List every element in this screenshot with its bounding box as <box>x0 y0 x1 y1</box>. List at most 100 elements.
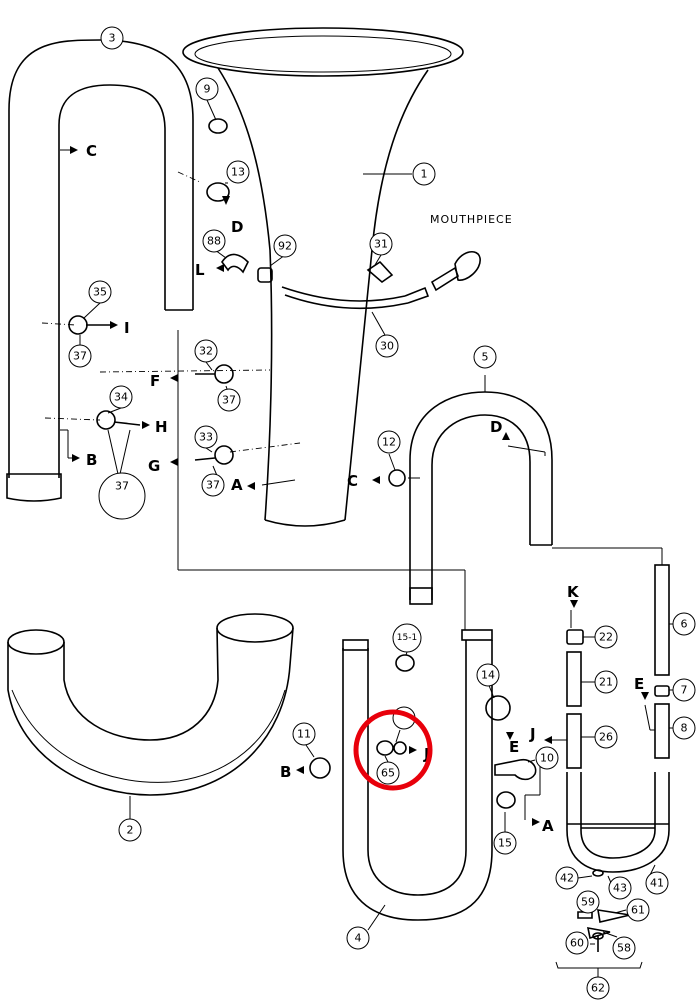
svg-text:11: 11 <box>297 728 311 741</box>
callout-30: 30 <box>375 334 399 358</box>
svg-text:21: 21 <box>599 676 613 689</box>
letter-i: I <box>124 319 130 337</box>
letter-j-valve: J <box>423 745 430 763</box>
svg-text:34: 34 <box>114 391 128 404</box>
tube-part-5 <box>409 375 553 605</box>
letter-b-valve: B <box>280 763 291 781</box>
svg-text:22: 22 <box>599 631 613 644</box>
callout-15-1: 15-1 <box>392 623 422 653</box>
callout-37-detail: 37 <box>98 472 146 520</box>
bell-part-1 <box>182 27 464 527</box>
svg-text:15-1: 15-1 <box>397 633 417 643</box>
callout-88: 88 <box>202 229 226 253</box>
svg-text:65: 65 <box>381 767 395 780</box>
callout-9: 9 <box>195 77 219 101</box>
svg-text:92: 92 <box>278 240 292 253</box>
callout-65: 65 <box>376 761 400 785</box>
callout-42: 42 <box>555 866 579 890</box>
valve-slide-parts <box>555 564 670 969</box>
svg-text:26: 26 <box>599 731 613 744</box>
svg-text:12: 12 <box>382 436 396 449</box>
callout-37-a: 37 <box>68 344 92 368</box>
svg-text:5: 5 <box>482 351 489 364</box>
callout-1: 1 <box>412 162 436 186</box>
svg-text:88: 88 <box>207 235 221 248</box>
arrowheads <box>70 146 649 826</box>
letter-d-upper: D <box>490 418 502 436</box>
callout-10: 10 <box>535 746 559 770</box>
letter-b-tube: B <box>86 451 97 469</box>
callout-11: 11 <box>292 722 316 746</box>
svg-text:37: 37 <box>206 479 220 492</box>
callout-62: 62 <box>586 976 610 1000</box>
svg-text:58: 58 <box>617 942 631 955</box>
svg-text:41: 41 <box>650 877 664 890</box>
letter-j-slide: J <box>529 725 536 743</box>
connection-lines <box>41 149 663 820</box>
svg-text:14: 14 <box>481 669 495 682</box>
callout-61: 61 <box>626 898 650 922</box>
letter-a-valve: A <box>542 817 554 835</box>
svg-text:4: 4 <box>355 932 362 945</box>
callout-6: 6 <box>672 612 696 636</box>
letter-e-valve: E <box>509 738 519 756</box>
mouthpiece-label: MOUTHPIECE <box>430 213 513 226</box>
callout-22: 22 <box>594 625 618 649</box>
callout-4: 4 <box>346 926 370 950</box>
svg-text:61: 61 <box>631 904 645 917</box>
letter-g: G <box>148 457 160 475</box>
svg-text:10: 10 <box>540 752 554 765</box>
callout-60: 60 <box>565 931 589 955</box>
letter-f: F <box>150 372 160 390</box>
callout-13: 13 <box>226 160 250 184</box>
letter-l: L <box>195 261 205 279</box>
svg-text:15: 15 <box>498 837 512 850</box>
callout-92: 92 <box>273 234 297 258</box>
svg-text:37: 37 <box>222 394 236 407</box>
tube-part-4 <box>342 629 493 931</box>
callout-32: 32 <box>194 339 218 363</box>
svg-text:30: 30 <box>380 340 394 353</box>
svg-text:37: 37 <box>73 350 87 363</box>
small-fittings <box>68 118 537 809</box>
callout-5: 5 <box>473 345 497 369</box>
letter-a-bell: A <box>231 476 243 494</box>
callout-26: 26 <box>594 725 618 749</box>
connection-letters: A A B B C C D D E E F G H I J J K L <box>86 142 644 835</box>
letter-c-tube: C <box>86 142 97 160</box>
callout-2: 2 <box>118 818 142 842</box>
svg-text:42: 42 <box>560 872 574 885</box>
callouts: 1 2 3 4 5 6 7 8 9 10 11 12 13 14 15 15-1… <box>68 26 696 1000</box>
callout-37-b: 37 <box>217 388 241 412</box>
svg-text:1: 1 <box>421 168 428 181</box>
callout-31: 31 <box>369 232 393 256</box>
svg-text:59: 59 <box>581 896 595 909</box>
mouthpipe-part-30 <box>281 251 481 336</box>
callout-59: 59 <box>576 890 600 914</box>
letter-e-slide: E <box>634 675 644 693</box>
letter-k: K <box>567 583 580 601</box>
svg-text:60: 60 <box>570 937 584 950</box>
svg-text:13: 13 <box>231 166 245 179</box>
svg-text:43: 43 <box>613 882 627 895</box>
callout-8: 8 <box>672 716 696 740</box>
svg-text:37: 37 <box>115 480 129 493</box>
svg-text:7: 7 <box>681 684 688 697</box>
svg-text:6: 6 <box>681 618 688 631</box>
svg-text:35: 35 <box>93 286 107 299</box>
svg-text:3: 3 <box>109 32 116 45</box>
callout-41: 41 <box>645 871 669 895</box>
svg-text:62: 62 <box>591 982 605 995</box>
callout-7: 7 <box>672 678 696 702</box>
callout-21: 21 <box>594 670 618 694</box>
callout-3: 3 <box>100 26 124 50</box>
letter-c-upper: C <box>347 472 358 490</box>
callout-15: 15 <box>493 831 517 855</box>
bow-part-2 <box>7 613 294 820</box>
callout-37-c: 37 <box>201 473 225 497</box>
callout-34: 34 <box>109 385 133 409</box>
svg-text:8: 8 <box>681 722 688 735</box>
callout-33: 33 <box>194 425 218 449</box>
callout-12: 12 <box>377 430 401 454</box>
